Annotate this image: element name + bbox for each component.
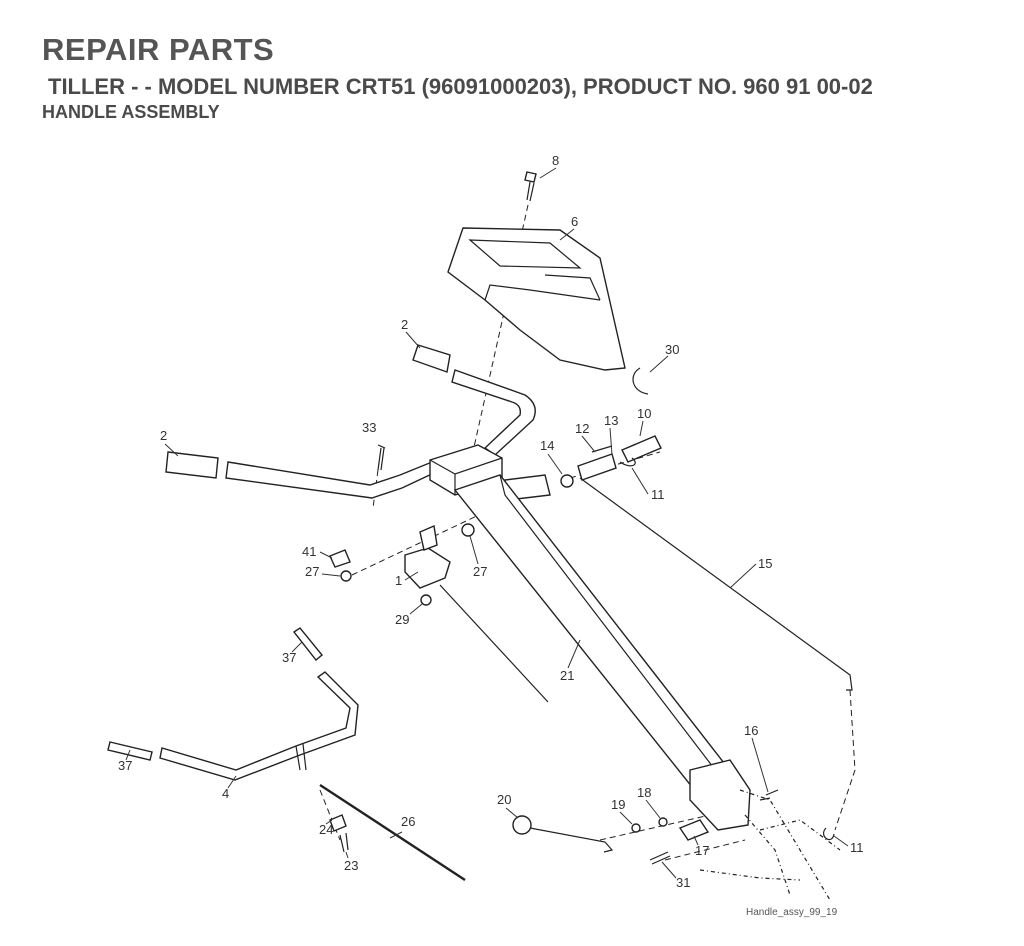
left-handle-bar: [165, 451, 437, 499]
callout-8: 8: [552, 153, 559, 168]
console-panel-part-6: [447, 227, 626, 371]
washer-part-14: [560, 474, 574, 488]
callout-1: 1: [395, 573, 402, 588]
washer-part-19: [631, 823, 641, 833]
screw-part-8: [524, 171, 537, 202]
lever-pivot-part-13: [577, 445, 617, 481]
grip-part-37-upper: [292, 627, 323, 661]
nut-part-27-left: [340, 570, 352, 582]
screw-part-23: [339, 832, 349, 853]
callout-11-upper: 11: [651, 487, 665, 502]
callout-2-upper: 2: [401, 317, 408, 332]
cable-rod: [439, 584, 549, 703]
section-heading: HANDLE ASSEMBLY: [42, 102, 220, 122]
callout-29: 29: [395, 612, 409, 627]
tiller-frame-outline: [699, 789, 841, 901]
callout-37-upper: 37: [282, 650, 296, 665]
upper-handle-bar: [412, 344, 536, 456]
callout-19: 19: [611, 797, 625, 812]
callout-27-right: 27: [473, 564, 487, 579]
callout-2-left: 2: [160, 428, 167, 443]
bolt-part-33: [377, 444, 386, 471]
callout-21: 21: [560, 668, 574, 683]
nut-part-29: [420, 594, 432, 606]
cable-part-26: [319, 783, 466, 882]
clip-part-30: [632, 367, 649, 395]
callout-20: 20: [497, 792, 511, 807]
callout-labels: 8 6 30 2 2 33 13 10 12 14 11 41 27 27 1 …: [118, 153, 864, 890]
callout-31: 31: [676, 875, 690, 890]
clutch-bail-part-4: [159, 671, 359, 781]
callout-30: 30: [665, 342, 679, 357]
callout-26: 26: [401, 814, 415, 829]
callout-15: 15: [758, 556, 772, 571]
callout-16: 16: [744, 723, 758, 738]
clip-part-24: [329, 814, 347, 832]
main-tube-part-21: [453, 474, 751, 831]
lever-part-20: [512, 815, 614, 853]
spacer-part-17: [678, 819, 710, 841]
pin-part-11-lower: [822, 827, 835, 841]
drawing-file-name: Handle_assy_99_19: [746, 907, 838, 918]
callout-12: 12: [575, 421, 589, 436]
callout-23: 23: [344, 858, 358, 873]
callout-4: 4: [222, 786, 229, 801]
callout-41: 41: [302, 544, 316, 559]
nut-part-18: [658, 817, 668, 827]
bracket-part-1: [404, 525, 451, 589]
pin-part-11-upper: [619, 457, 636, 467]
callout-37-left: 37: [118, 758, 132, 773]
callout-17: 17: [695, 843, 709, 858]
callout-10: 10: [637, 406, 651, 421]
clamp-part-41: [329, 549, 351, 568]
control-rod-part-15: [579, 477, 853, 691]
bolt-part-16: [759, 789, 779, 801]
callout-14: 14: [540, 438, 554, 453]
callout-24: 24: [319, 822, 333, 837]
callout-11-lower: 11: [850, 840, 864, 855]
callout-33: 33: [362, 420, 376, 435]
callout-27-left: 27: [305, 564, 319, 579]
page-title: REPAIR PARTS: [42, 32, 275, 67]
callout-18: 18: [637, 785, 651, 800]
grip-part-10: [621, 435, 662, 463]
nut-part-27-right: [461, 523, 475, 537]
callout-6: 6: [571, 214, 578, 229]
callout-13: 13: [604, 413, 618, 428]
model-subtitle: TILLER - - MODEL NUMBER CRT51 (960910002…: [48, 74, 873, 99]
bolt-part-31: [649, 851, 671, 865]
